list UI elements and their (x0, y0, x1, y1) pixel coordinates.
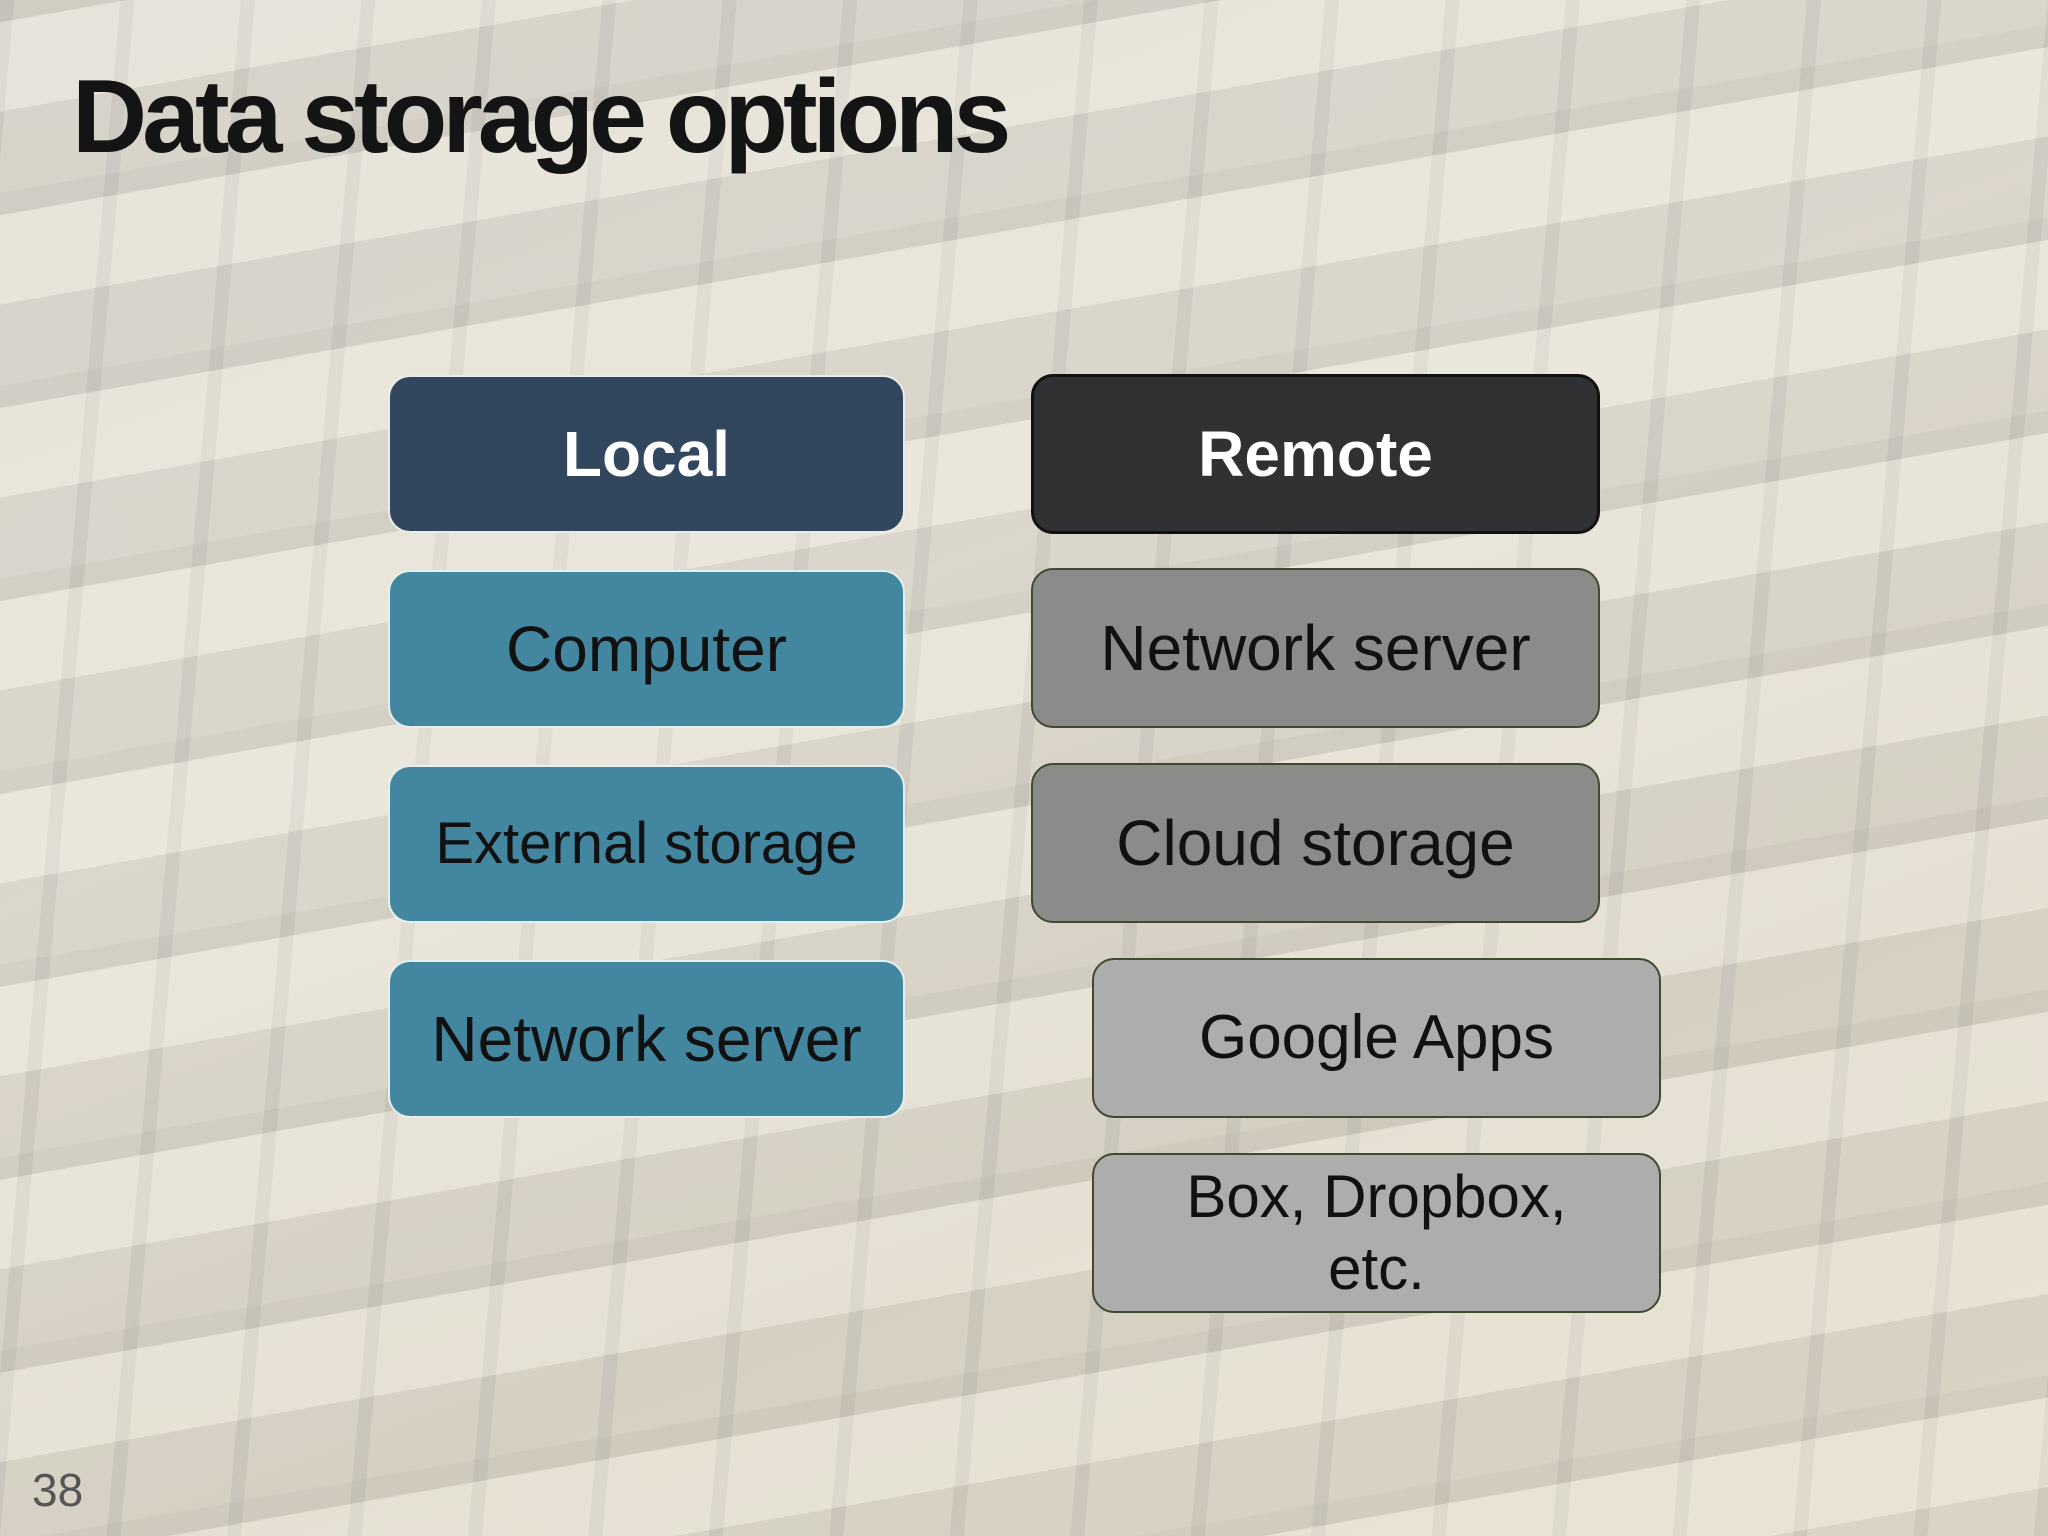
cloud-item-label: Box, Dropbox, etc. (1186, 1163, 1567, 1302)
remote-item-network-server: Network server (1031, 568, 1600, 728)
local-header-label: Local (562, 417, 731, 490)
slide-title: Data storage options (72, 59, 1011, 175)
remote-item-label: Network server (1100, 611, 1531, 684)
remote-header-label: Remote (1198, 417, 1433, 490)
local-item-computer: Computer (388, 570, 905, 728)
remote-item-label: Cloud storage (1116, 806, 1515, 879)
cloud-item-box-dropbox: Box, Dropbox, etc. (1092, 1153, 1661, 1313)
cloud-item-label: Google Apps (1198, 1002, 1555, 1072)
cloud-item-google-apps: Google Apps (1092, 958, 1661, 1118)
remote-item-cloud-storage: Cloud storage (1031, 763, 1600, 923)
slide-number: 38 (32, 1464, 84, 1516)
local-item-external-storage: External storage (388, 765, 905, 923)
local-item-network-server: Network server (388, 960, 905, 1118)
local-item-label: Computer (506, 612, 787, 685)
local-header-box: Local (388, 375, 905, 533)
remote-header-box: Remote (1031, 374, 1600, 534)
local-item-label: External storage (435, 811, 858, 877)
local-item-label: Network server (431, 1002, 862, 1075)
